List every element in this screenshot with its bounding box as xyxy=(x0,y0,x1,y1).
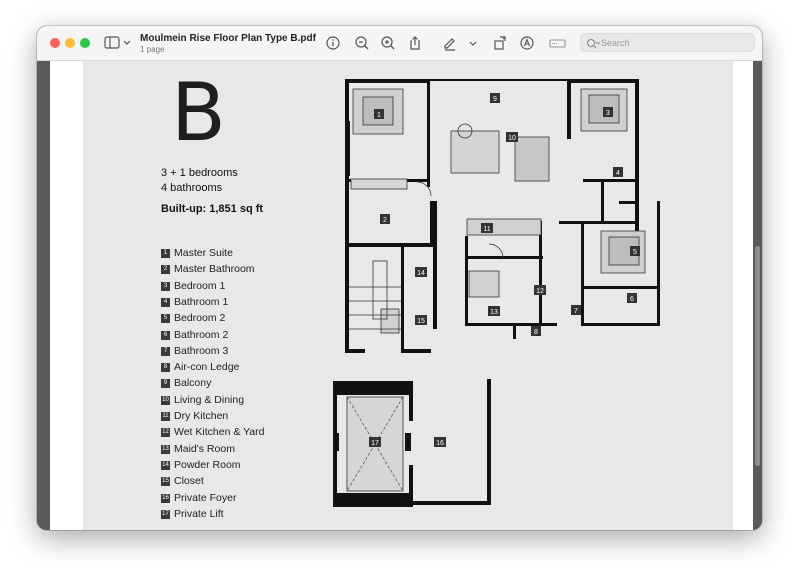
info-icon[interactable] xyxy=(325,35,343,51)
room-tag: 11 xyxy=(481,223,493,233)
svg-text:7: 7 xyxy=(574,308,578,315)
pdf-page: B 3 + 1 bedrooms 4 bathrooms Built-up: 1… xyxy=(50,61,753,530)
room-tag: 1 xyxy=(374,109,384,119)
close-window-button[interactable] xyxy=(50,38,60,48)
annotate-circle-icon[interactable] xyxy=(519,35,537,51)
svg-text:14: 14 xyxy=(417,270,425,277)
unit-type-letter: B xyxy=(171,66,226,159)
floor-plan-scan: B 3 + 1 bedrooms 4 bathrooms Built-up: 1… xyxy=(83,61,733,530)
search-icon xyxy=(586,37,601,49)
room-tag: 5 xyxy=(630,246,640,256)
document-title: Moulmein Rise Floor Plan Type B.pdf xyxy=(140,33,316,44)
room-tag: 9 xyxy=(490,93,500,103)
search-placeholder: Search xyxy=(601,38,630,48)
zoom-in-icon[interactable] xyxy=(380,35,398,51)
svg-text:9: 9 xyxy=(493,96,497,103)
markup-pen-icon[interactable] xyxy=(442,35,460,51)
built-up-area: Built-up: 1,851 sq ft xyxy=(161,203,264,215)
title-bar: Moulmein Rise Floor Plan Type B.pdf 1 pa… xyxy=(37,26,762,61)
svg-text:12: 12 xyxy=(536,288,544,295)
svg-text:13: 13 xyxy=(490,309,498,316)
document-page-count: 1 page xyxy=(140,45,165,54)
vertical-scrollbar[interactable] xyxy=(755,246,760,466)
svg-text:5: 5 xyxy=(633,249,637,256)
room-tag: 12 xyxy=(534,285,546,295)
floor-plan-drawing: 1 2 3 4 5 6 7 8 9 10 11 12 13 14 xyxy=(333,79,660,507)
rotate-icon[interactable] xyxy=(492,35,510,51)
svg-text:15: 15 xyxy=(417,318,425,325)
room-tag: 17 xyxy=(369,437,381,447)
chevron-down-icon[interactable] xyxy=(467,35,485,51)
svg-text:3: 3 xyxy=(606,110,610,117)
plan-furniture xyxy=(349,88,646,334)
svg-text:17: 17 xyxy=(371,440,379,447)
lift-and-foyer xyxy=(333,379,491,507)
svg-text:16: 16 xyxy=(436,440,444,447)
bathroom-count: 4 bathrooms xyxy=(161,182,223,194)
zoom-out-icon[interactable] xyxy=(354,35,372,51)
document-viewport[interactable]: B 3 + 1 bedrooms 4 bathrooms Built-up: 1… xyxy=(37,61,762,530)
minimize-window-button[interactable] xyxy=(65,38,75,48)
form-fill-icon[interactable] xyxy=(549,35,567,51)
room-tag: 10 xyxy=(506,132,518,142)
room-number-tags: 1 2 3 4 5 6 7 8 9 10 11 12 13 14 xyxy=(369,93,640,447)
svg-text:4: 4 xyxy=(616,170,620,177)
room-tag: 7 xyxy=(571,305,581,315)
bedroom-count: 3 + 1 bedrooms xyxy=(161,167,238,179)
preview-window: Moulmein Rise Floor Plan Type B.pdf 1 pa… xyxy=(37,26,762,530)
room-tag: 3 xyxy=(603,107,613,117)
svg-text:10: 10 xyxy=(508,135,516,142)
room-tag: 4 xyxy=(613,167,623,177)
svg-text:8: 8 xyxy=(534,329,538,336)
room-tag: 14 xyxy=(415,267,427,277)
svg-text:11: 11 xyxy=(483,226,490,233)
zoom-window-button[interactable] xyxy=(80,38,90,48)
sidebar-toggle-icon[interactable] xyxy=(104,35,131,51)
room-tag: 15 xyxy=(415,315,427,325)
search-field[interactable]: Search xyxy=(580,33,755,52)
room-tag: 16 xyxy=(434,437,446,447)
svg-text:2: 2 xyxy=(383,217,387,224)
room-tag: 13 xyxy=(488,306,500,316)
room-tag: 2 xyxy=(380,214,390,224)
svg-text:6: 6 xyxy=(630,296,634,303)
room-tag: 8 xyxy=(531,326,541,336)
room-tag: 6 xyxy=(627,293,637,303)
svg-text:1: 1 xyxy=(377,112,381,119)
share-icon[interactable] xyxy=(407,35,425,51)
